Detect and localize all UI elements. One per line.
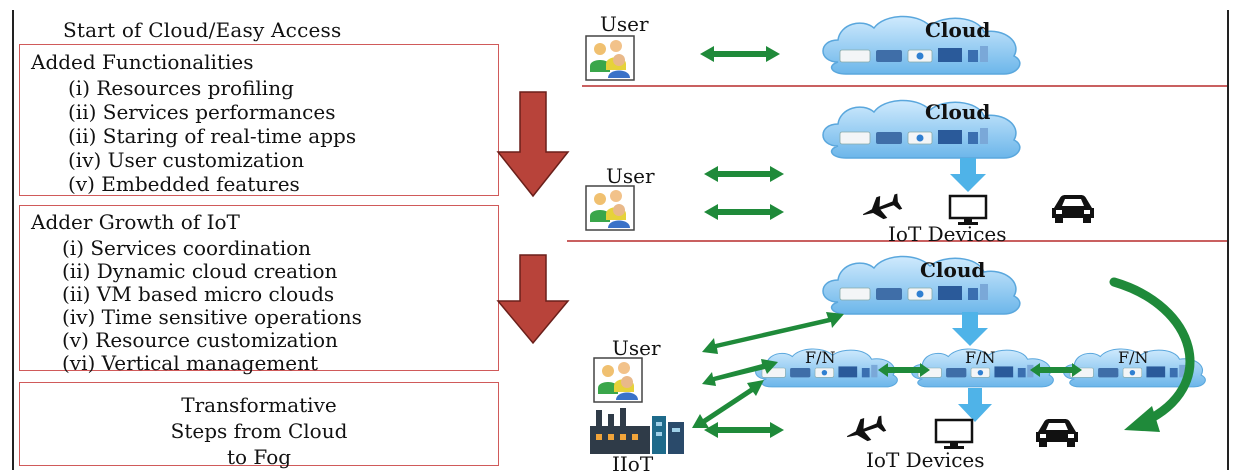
transformative-steps-text: Transformative Steps from Cloud to Fog xyxy=(19,392,499,470)
car-icon xyxy=(1036,419,1078,447)
cloud-label: Cloud xyxy=(920,258,986,282)
panel-separator xyxy=(567,240,1227,242)
transformative-steps-box xyxy=(19,382,499,466)
iot-growth-item: (ii) VM based micro clouds xyxy=(62,282,335,306)
airplane-icon xyxy=(843,412,888,447)
car-icon xyxy=(1052,195,1094,223)
fog-node-label: F/N xyxy=(805,348,836,367)
iot-devices-label: IoT Devices xyxy=(866,448,985,472)
functionality-item: (v) Embedded features xyxy=(68,172,300,196)
airplane-icon xyxy=(859,190,904,225)
added-functionalities-heading: Added Functionalities xyxy=(31,50,254,74)
user-fog-arrow xyxy=(702,359,778,386)
bidirectional-arrow xyxy=(704,166,784,182)
iot-growth-item: (vi) Vertical management xyxy=(62,351,319,375)
iot-growth-item: (iv) Time sensitive operations xyxy=(62,305,362,329)
iiot-label: IIoT xyxy=(612,452,654,476)
progression-down-arrow xyxy=(496,91,570,198)
cloud-icon xyxy=(822,99,1021,159)
fog-node-label: F/N xyxy=(1118,348,1149,367)
cloud-to-devices-curved-arrow xyxy=(1109,277,1195,432)
fog-link-arrow xyxy=(878,363,930,377)
bidirectional-arrow xyxy=(704,204,784,220)
fog-link-arrow xyxy=(1030,363,1082,377)
cloud-label: Cloud xyxy=(925,100,991,124)
iot-growth-heading: Adder Growth of IoT xyxy=(31,210,240,234)
cloud-label: Cloud xyxy=(925,18,991,42)
iot-devices-label: IoT Devices xyxy=(888,222,1007,246)
user-cloud-arrow xyxy=(702,312,844,354)
functionality-item: (ii) Staring of real-time apps xyxy=(68,124,357,148)
iot-growth-item: (i) Services coordination xyxy=(62,236,312,260)
bidirectional-arrow xyxy=(704,422,784,438)
frame-left-edge xyxy=(12,10,14,470)
fog-node-label: F/N xyxy=(965,348,996,367)
transformative-line: Transformative xyxy=(181,393,337,417)
bidirectional-arrow xyxy=(700,46,780,62)
transformative-line: to Fog xyxy=(226,445,292,469)
functionality-item: (i) Resources profiling xyxy=(68,76,294,100)
functionality-item: (iv) User customization xyxy=(68,148,305,172)
stage-title: Start of Cloud/Easy Access xyxy=(63,18,342,42)
cloud-to-devices-arrow xyxy=(950,158,986,192)
fog-to-devices-arrow xyxy=(958,388,992,422)
functionality-item: (ii) Services performances xyxy=(68,100,336,124)
iiot-fog-arrow xyxy=(692,380,764,428)
iot-growth-box xyxy=(19,205,499,371)
frame-right-edge xyxy=(1227,10,1229,470)
user-group-icon xyxy=(585,185,635,231)
added-functionalities-box xyxy=(19,44,499,196)
iot-growth-item: (ii) Dynamic cloud creation xyxy=(62,259,338,283)
transformative-line: Steps from Cloud xyxy=(170,419,348,443)
user-label: User xyxy=(600,12,649,36)
cloud-to-fog-arrow xyxy=(952,312,988,346)
iot-growth-item: (v) Resource customization xyxy=(62,328,338,352)
panel-separator xyxy=(582,85,1227,87)
cloud-icon xyxy=(822,15,1021,75)
progression-down-arrow xyxy=(496,254,570,345)
user-group-icon xyxy=(585,35,635,81)
user-label: User xyxy=(612,336,661,360)
factory-icon xyxy=(590,408,684,454)
user-label: User xyxy=(606,164,655,188)
user-group-icon xyxy=(593,357,643,403)
